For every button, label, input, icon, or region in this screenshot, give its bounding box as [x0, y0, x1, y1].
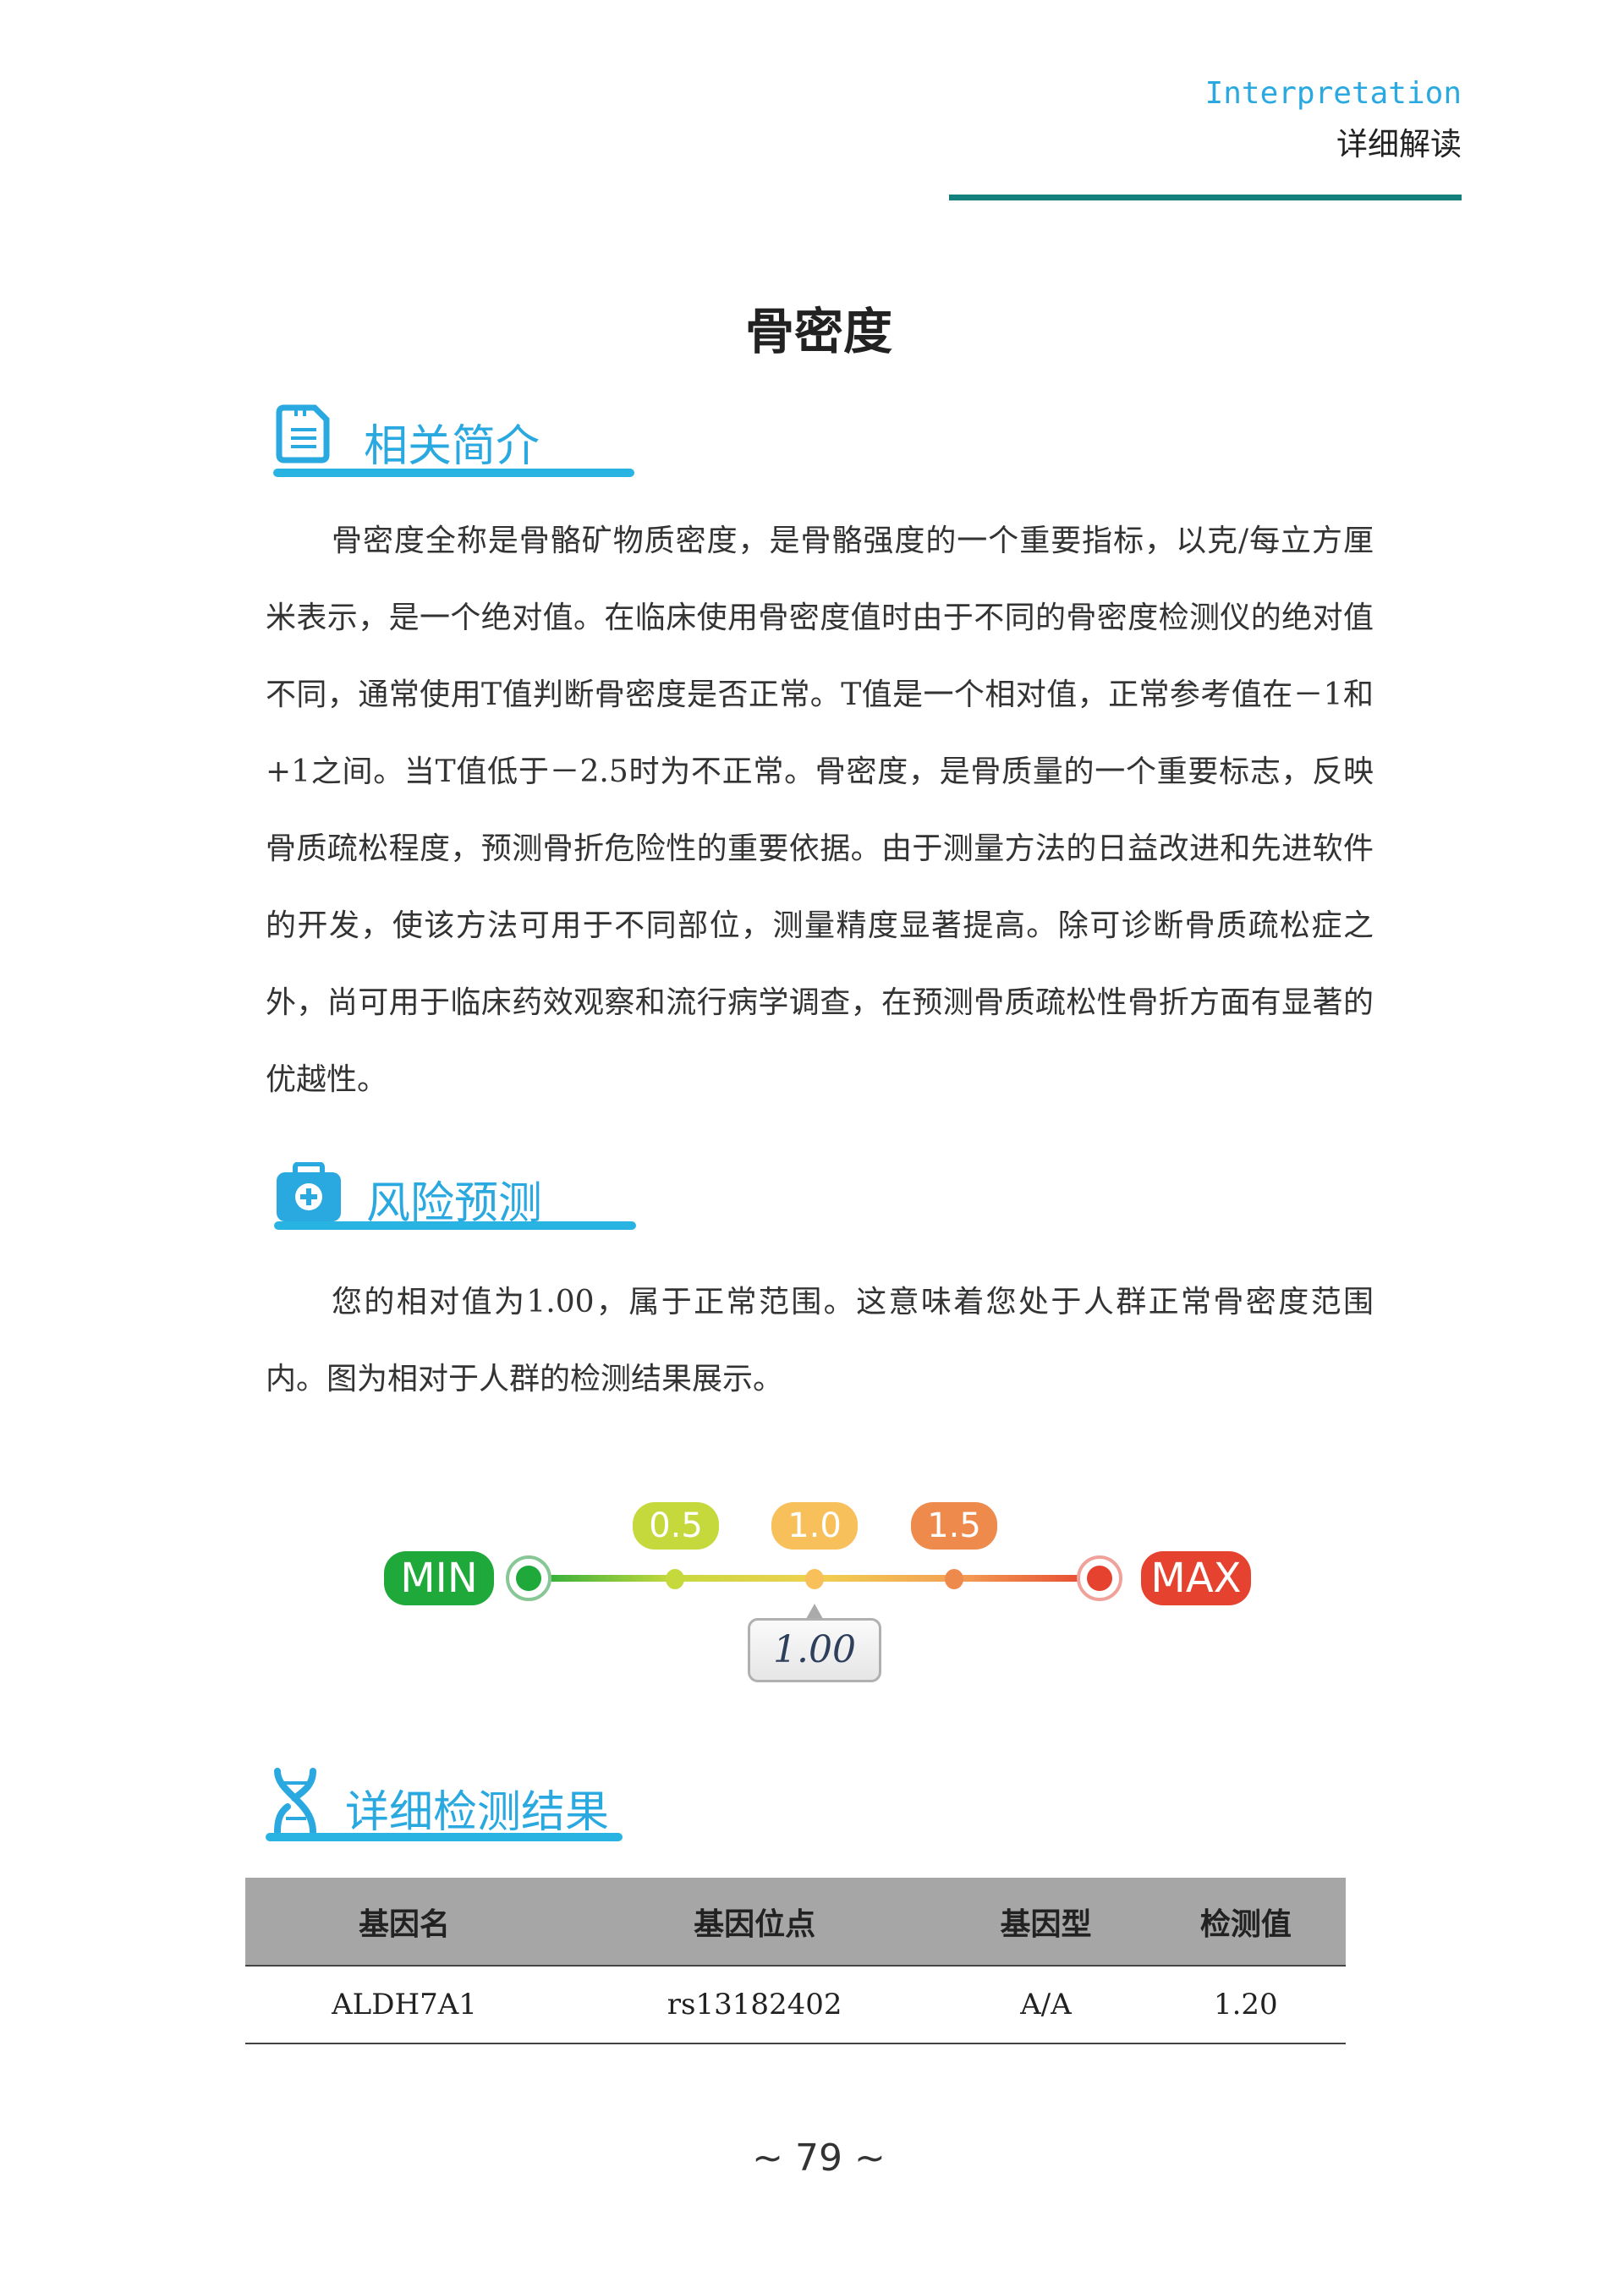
- gauge-tick-label: 1.5: [911, 1502, 997, 1550]
- section-underline: [273, 469, 634, 477]
- gauge-tick-label: 1.0: [771, 1502, 858, 1550]
- table-row: ALDH7A1 rs13182402 A/A 1.20: [245, 1966, 1346, 2044]
- gauge-max-label: MAX: [1141, 1551, 1251, 1605]
- gauge-pointer: [806, 1604, 823, 1619]
- section-title-details: 详细检测结果: [345, 1787, 610, 1838]
- section-title-intro: 相关简介: [364, 421, 540, 472]
- gauge-tick-dot: [805, 1569, 824, 1589]
- column-header: 基因名: [245, 1878, 563, 1967]
- section-title-risk: 风险预测: [366, 1178, 543, 1229]
- gauge-tick-dot: [945, 1569, 963, 1589]
- results-table: 基因名 基因位点 基因型 检测值 ALDH7A1 rs13182402 A/A …: [245, 1878, 1346, 2044]
- document-icon: [276, 404, 330, 464]
- page-title: 骨密度: [744, 303, 892, 360]
- intro-paragraph: 骨密度全称是骨骼矿物质密度，是骨骼强度的一个重要指标，以克/每立方厘米表示，是一…: [266, 524, 1374, 1097]
- table-header-row: 基因名 基因位点 基因型 检测值: [245, 1878, 1346, 1967]
- medical-kit-icon: [277, 1162, 341, 1221]
- section-underline: [274, 1221, 636, 1230]
- page-number: ~ 79 ~: [752, 2137, 886, 2180]
- header-chinese: 详细解读: [1336, 126, 1462, 162]
- genotype: A/A: [946, 1966, 1146, 2044]
- gene-locus: rs13182402: [562, 1966, 946, 2044]
- test-value: 1.20: [1145, 1966, 1346, 2044]
- gauge-min-ring: [506, 1555, 551, 1601]
- section-underline: [266, 1833, 623, 1841]
- gauge-min-label: MIN: [384, 1551, 494, 1605]
- gauge-value: 1.00: [748, 1618, 881, 1682]
- header-divider: [949, 195, 1462, 200]
- gauge-max-ring: [1077, 1555, 1122, 1601]
- column-header: 检测值: [1145, 1878, 1346, 1967]
- header-english: Interpretation: [1204, 76, 1462, 111]
- gene-name: ALDH7A1: [245, 1966, 563, 2044]
- risk-paragraph: 您的相对值为1.00，属于正常范围。这意味着您处于人群正常骨密度范围内。图为相对…: [266, 1285, 1374, 1396]
- column-header: 基因型: [946, 1878, 1146, 1967]
- gauge-tick-dot: [666, 1569, 684, 1589]
- dna-icon: [274, 1768, 316, 1835]
- column-header: 基因位点: [562, 1878, 946, 1967]
- gauge-tick-label: 0.5: [633, 1502, 719, 1550]
